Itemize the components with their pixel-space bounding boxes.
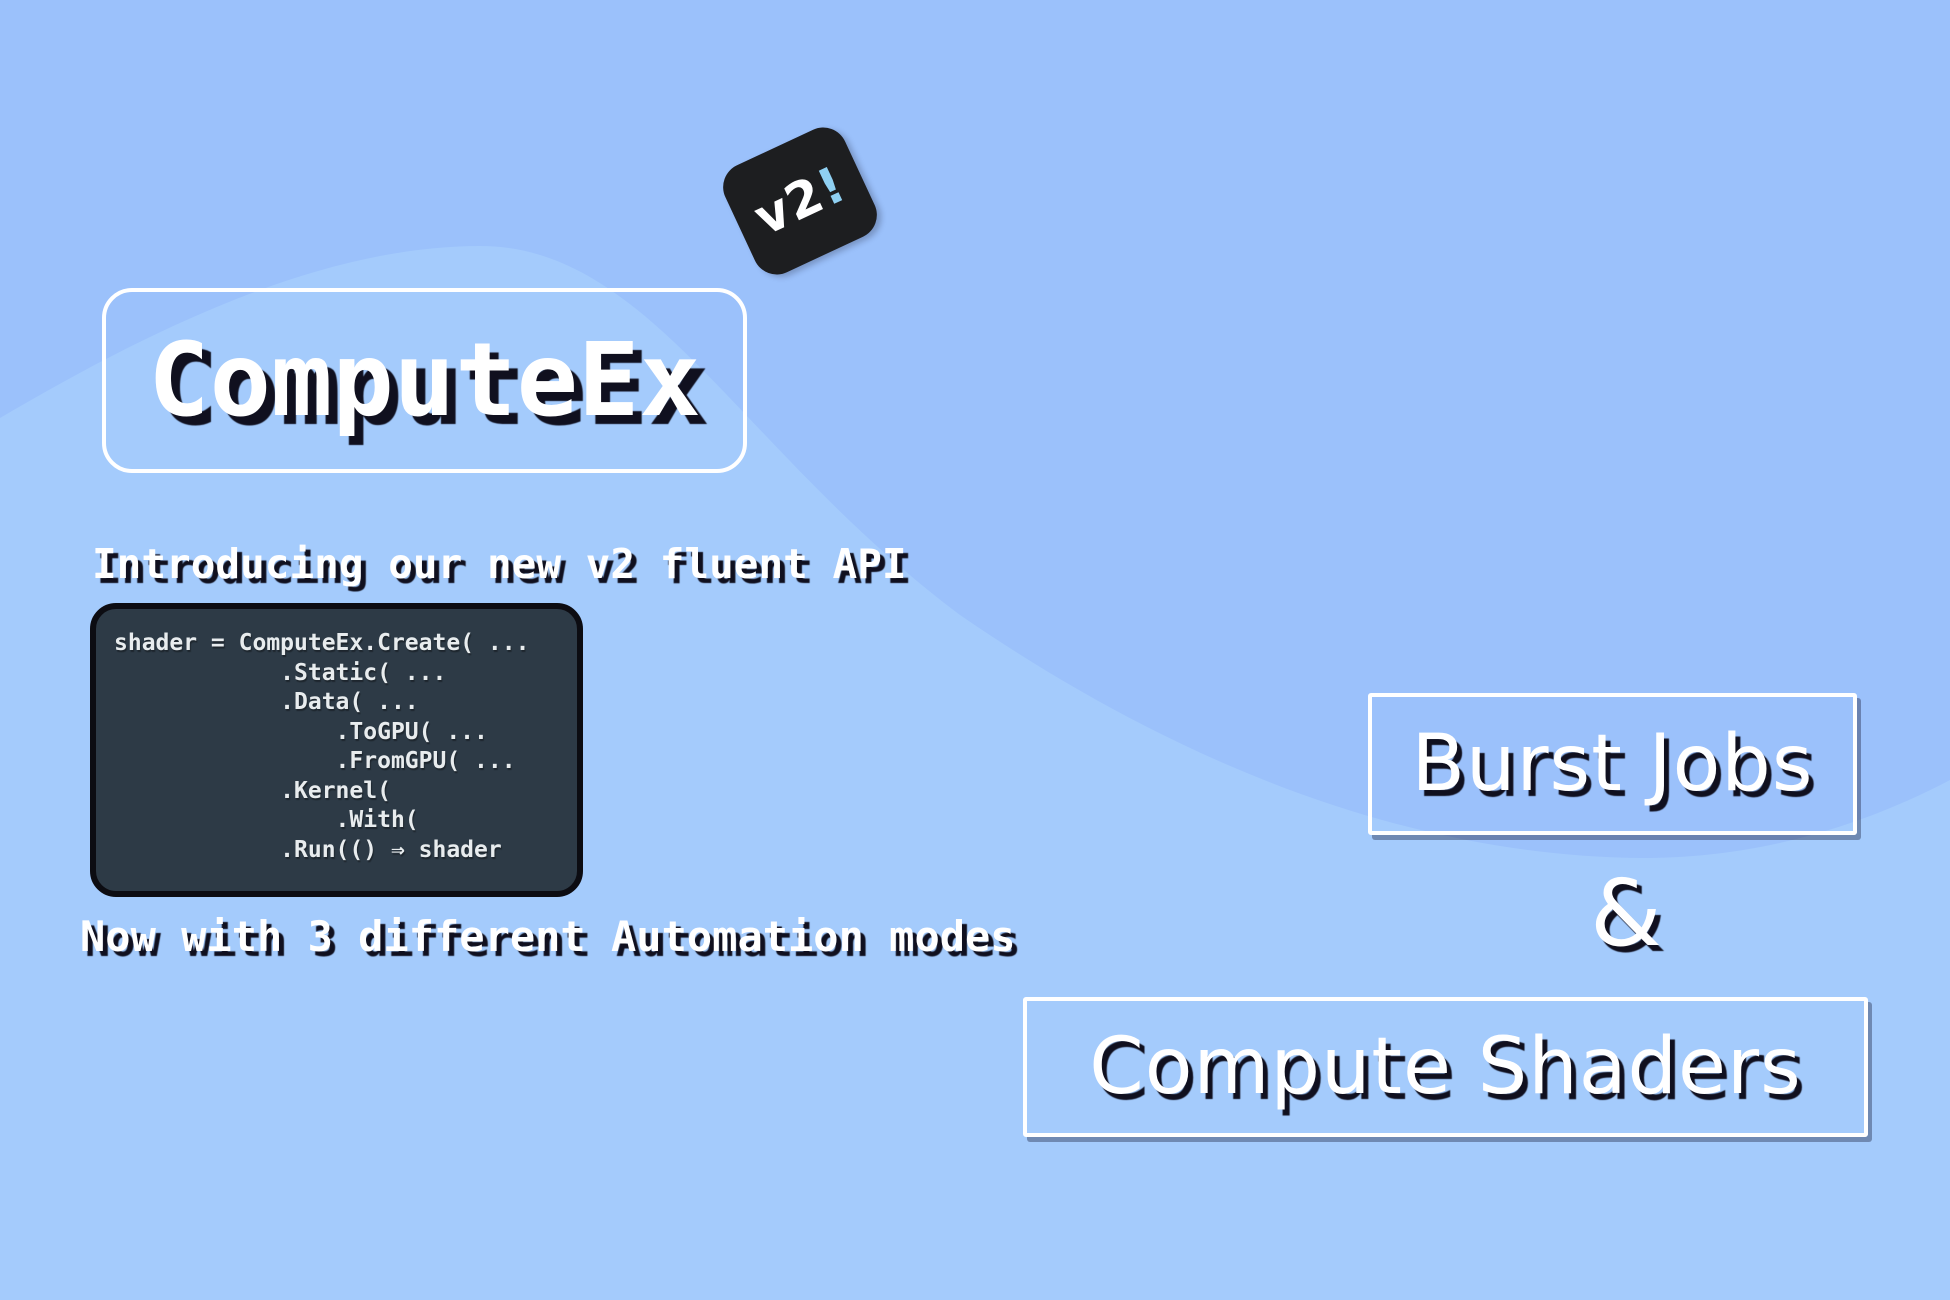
page-title: ComputeEx bbox=[148, 321, 701, 440]
intro-heading: Introducing our new v2 fluent API bbox=[92, 540, 907, 588]
compute-shaders-label: Compute Shaders bbox=[1089, 1022, 1802, 1112]
v2-badge-label: v2! bbox=[746, 155, 855, 247]
code-snippet-card: shader = ComputeEx.Create( ... .Static( … bbox=[90, 603, 583, 897]
computeex-title-box: ComputeEx bbox=[102, 288, 747, 473]
burst-jobs-box: Burst Jobs bbox=[1368, 693, 1857, 835]
compute-shaders-box: Compute Shaders bbox=[1023, 997, 1868, 1137]
ampersand-text: & bbox=[1590, 860, 1662, 967]
automation-modes-heading: Now with 3 different Automation modes bbox=[80, 912, 1016, 961]
burst-jobs-label: Burst Jobs bbox=[1411, 719, 1814, 809]
code-snippet: shader = ComputeEx.Create( ... .Static( … bbox=[114, 630, 530, 863]
